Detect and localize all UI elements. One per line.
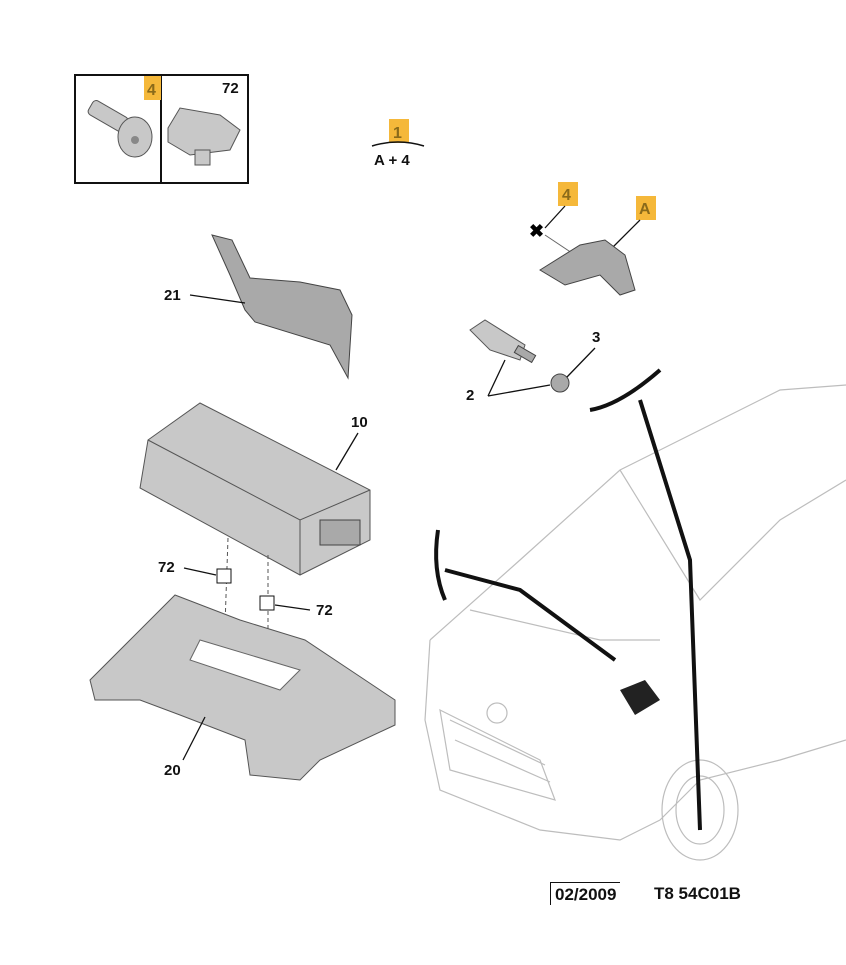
callout-ecu: 10 [351,414,368,431]
callout-shield: 21 [164,287,181,304]
heat-shield: 21 [164,234,353,380]
callout-valve: 2 [466,387,474,404]
footer-date: 02/2009 [550,882,621,905]
clip-icon [167,107,241,166]
screw-icon [87,100,153,158]
mounting-bracket: 20 [89,594,396,781]
callout-clip-left: 72 [158,559,175,576]
inset-ref-left: 4 [147,82,156,99]
callout-sensor: A [639,201,651,218]
tpms-sensor: 4 A ✖ [529,182,656,296]
inset-box: 4 72 [74,74,249,184]
ecu-module: 10 [139,402,371,576]
ecu-location [620,680,660,715]
callout-cap: 3 [592,329,600,346]
inset-ref-right: 72 [222,80,239,97]
screw-mark-icon: ✖ [529,221,544,241]
kit-reference: 1 A + 4 [371,119,425,169]
callout-screw: 4 [562,187,571,204]
kit-ref: 1 [393,125,402,142]
kit-contents: A + 4 [374,152,410,169]
callout-clip-right: 72 [316,602,333,619]
valve: 2 3 [466,319,600,404]
callout-bracket: 20 [164,762,181,779]
car-outline [424,368,846,861]
footer-code: T8 54C01B [654,884,741,903]
clips: 72 72 [158,537,333,690]
highlight-badge [144,76,161,100]
